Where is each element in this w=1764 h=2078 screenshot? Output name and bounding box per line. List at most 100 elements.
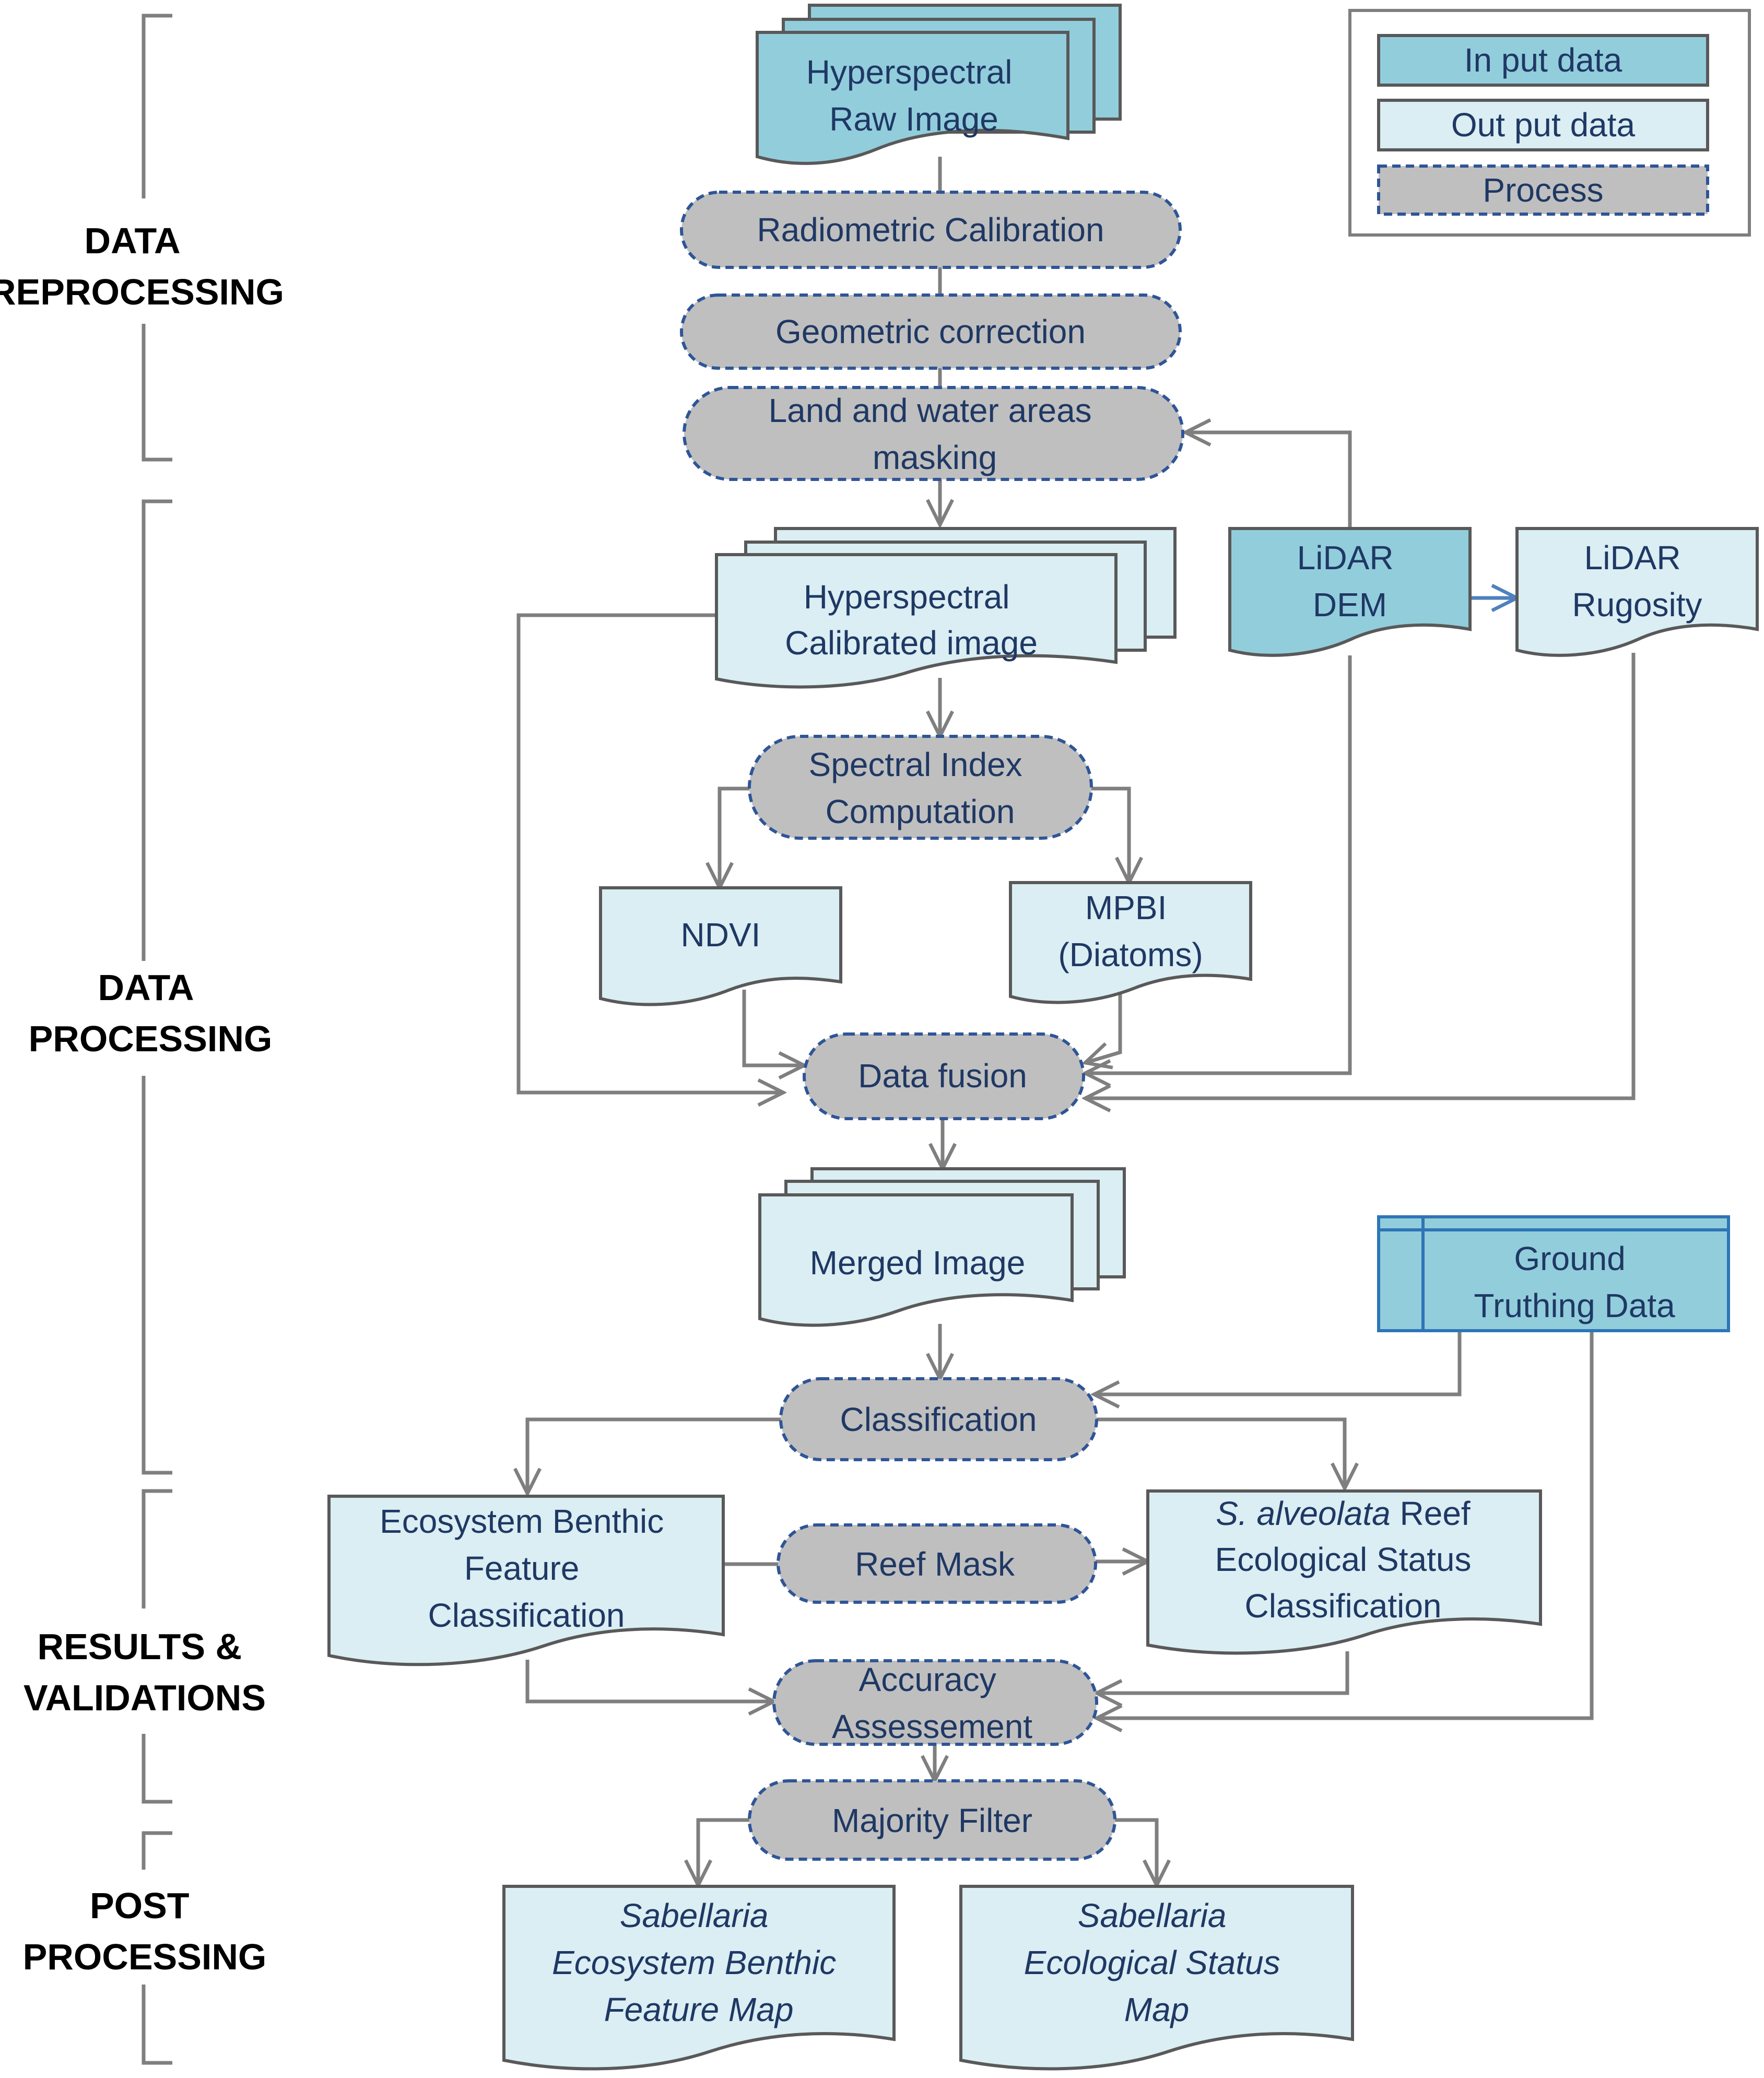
stage-label-results-line2: VALIDATIONS — [23, 1677, 266, 1718]
node-classification: Classification — [779, 1377, 1098, 1461]
node-raw-image: Hyperspectral Raw Image — [756, 4, 1122, 165]
calibrated-label-line1: Hyperspectral — [804, 578, 1010, 616]
connector-dem-to-fusion — [1085, 655, 1352, 1073]
geometric-shape — [680, 293, 1182, 370]
stage-label-processing-line2: PROCESSING — [29, 1018, 273, 1059]
ecological-status-species-name: S. alveolata — [1216, 1495, 1390, 1532]
node-majority-filter: Majority Filter — [748, 1779, 1116, 1861]
raw-image-label-line1: Hyperspectral — [806, 53, 1013, 91]
connector-classification-to-status — [1097, 1417, 1345, 1488]
connector-calibrated-to-fusion — [516, 613, 783, 1093]
accuracy-label-line2: Assessement — [832, 1708, 1032, 1745]
lidar-dem-label-line2: DEM — [1313, 586, 1387, 624]
raw-image-front-sheet — [756, 31, 1069, 165]
legend-output-swatch — [1377, 99, 1709, 151]
stage-brackets — [142, 14, 172, 2065]
node-ecological-status: S. alveolata Reef Ecological Status Clas… — [1146, 1489, 1542, 1655]
mpbi-label-line2: (Diatoms) — [1058, 936, 1203, 973]
ndvi-shape — [599, 886, 842, 1006]
benthic-classification-label: Ecosystem Benthic Feature Classification — [380, 1502, 673, 1634]
lidar-dem-label-line1: LiDAR — [1297, 539, 1394, 577]
connector-dem-to-masking — [1185, 432, 1352, 529]
status-map-shape — [959, 1885, 1354, 2071]
legend: In put data Out put data Process — [1348, 9, 1751, 237]
accuracy-label-line1: Accuracy — [859, 1661, 996, 1698]
ground-truthing-shape — [1377, 1215, 1730, 1332]
lidar-dem-shape — [1228, 527, 1472, 657]
status-map-label-line1: Sabellaria — [1078, 1897, 1227, 1934]
node-spectral-index: Spectral Index Computation — [748, 735, 1093, 840]
classification-shape — [779, 1377, 1098, 1461]
radiometric-label: Radiometric Calibration — [757, 211, 1104, 249]
bracket-post — [142, 1831, 172, 2065]
lidar-rugosity-label-line1: LiDAR — [1584, 539, 1681, 577]
spectral-index-shape — [748, 735, 1093, 840]
bracket-results — [142, 1489, 172, 1804]
benthic-map-label-line1: Sabellaria — [620, 1897, 769, 1934]
ground-truthing-label: Ground Truthing Data — [1474, 1240, 1675, 1324]
masking-label-line2: masking — [873, 439, 997, 476]
connector-majority-to-status-map — [1115, 1818, 1157, 1885]
lidar-rugosity-label: LiDAR Rugosity — [1572, 539, 1702, 624]
connector-ground-to-classification — [1094, 1332, 1462, 1394]
ecological-status-label-line2: Ecological Status — [1215, 1541, 1472, 1578]
mpbi-label: MPBI (Diatoms) — [1058, 889, 1203, 973]
masking-shape — [683, 386, 1184, 481]
ground-truthing-label-line1: Ground — [1514, 1240, 1625, 1277]
geometric-label: Geometric correction — [775, 313, 1086, 350]
node-masking: Land and water areas masking — [683, 386, 1184, 481]
spectral-index-label-line1: Spectral Index — [809, 746, 1022, 783]
data-fusion-shape — [803, 1032, 1085, 1120]
stage-label-reprocessing-line1: DATA — [85, 220, 180, 261]
ecological-status-shape — [1146, 1489, 1542, 1655]
status-map-label-line3: Map — [1124, 1991, 1190, 2028]
stage-label-reprocessing: DATA REPROCESSING — [0, 220, 284, 312]
ndvi-label: NDVI — [681, 916, 761, 954]
majority-filter-shape — [748, 1779, 1116, 1861]
connector-spectral-to-ndvi — [720, 786, 749, 888]
node-status-map: Sabellaria Ecological Status Map — [959, 1885, 1354, 2071]
node-mpbi: MPBI (Diatoms) — [1009, 881, 1252, 1004]
mpbi-shape — [1009, 881, 1252, 1004]
node-geometric-correction: Geometric correction — [680, 293, 1182, 370]
legend-process-swatch — [1377, 165, 1709, 216]
calibrated-front-sheet — [715, 553, 1118, 689]
calibrated-label: Hyperspectral Calibrated image — [785, 578, 1038, 662]
legend-input-label: In put data — [1464, 41, 1622, 79]
ecological-status-label-line3: Classification — [1244, 1587, 1441, 1625]
ecological-status-reef-word: Reef — [1391, 1495, 1471, 1532]
node-ground-truthing: Ground Truthing Data — [1377, 1215, 1730, 1332]
node-benthic-classification: Ecosystem Benthic Feature Classification — [327, 1495, 725, 1666]
connectors — [516, 157, 1636, 1885]
connector-rugosity-to-fusion — [1085, 653, 1636, 1098]
status-map-label-line2: Ecological Status — [1024, 1944, 1280, 1981]
raw-image-label: Hyperspectral Raw Image — [806, 53, 1022, 138]
benthic-classification-label-line2: Feature — [464, 1549, 580, 1587]
connector-majority-to-benthic-map — [698, 1818, 749, 1885]
benthic-map-label: Sabellaria Ecosystem Benthic Feature Map — [552, 1897, 845, 2028]
ground-truthing-label-line2: Truthing Data — [1474, 1287, 1675, 1324]
node-lidar-dem: LiDAR DEM — [1228, 527, 1472, 657]
stage-label-processing: DATA PROCESSING — [29, 967, 273, 1059]
masking-label: Land and water areas masking — [769, 392, 1101, 476]
connector-spectral-to-mpbi — [1091, 786, 1129, 883]
legend-output-label: Out put data — [1451, 106, 1636, 144]
classification-label: Classification — [840, 1401, 1037, 1438]
connector-ndvi-to-fusion — [742, 990, 804, 1065]
mpbi-label-line1: MPBI — [1085, 889, 1167, 926]
benthic-map-label-line2: Ecosystem Benthic — [552, 1944, 836, 1981]
calibrated-label-line2: Calibrated image — [785, 624, 1038, 662]
lidar-rugosity-shape — [1515, 527, 1759, 657]
stage-label-post-line2: PROCESSING — [23, 1936, 267, 1977]
stage-labels: DATA REPROCESSING DATA PROCESSING RESULT… — [0, 220, 284, 1977]
legend-input-swatch — [1377, 34, 1709, 87]
stage-label-processing-line1: DATA — [98, 967, 193, 1008]
legend-process-label: Process — [1483, 171, 1603, 209]
reef-mask-label: Reef Mask — [855, 1545, 1015, 1583]
node-accuracy: Accuracy Assessement — [772, 1659, 1098, 1746]
bracket-reprocessing — [142, 14, 172, 462]
merged-image-label: Merged Image — [810, 1244, 1026, 1282]
bracket-processing — [142, 499, 172, 1475]
